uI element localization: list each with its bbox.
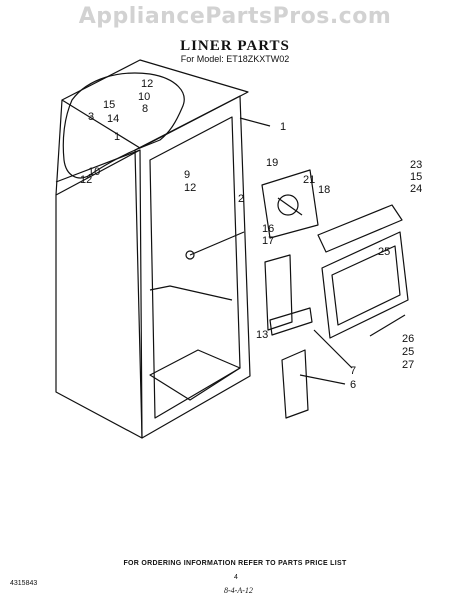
- liner-floor-pan: [149, 349, 241, 401]
- callout-7: 1: [114, 131, 120, 143]
- callout-24: 26: [402, 333, 414, 345]
- grille-panel-inner: [331, 245, 401, 326]
- leader-line-7: [313, 329, 353, 369]
- callout-25: 25: [402, 346, 414, 358]
- fan-hub: [277, 194, 299, 216]
- callout-16: 2: [238, 193, 244, 205]
- cabinet-top-face: [61, 59, 249, 149]
- fan-shaft: [277, 197, 303, 216]
- liner-rod-knob: [185, 250, 195, 260]
- watermark-text: AppliancePartsPros.com: [78, 4, 392, 29]
- callout-9: 10: [88, 166, 100, 178]
- callout-1: 12: [141, 78, 153, 90]
- leader-line-6: [299, 374, 346, 385]
- liner-outer-frame: [134, 95, 251, 439]
- duct-cover: [269, 307, 313, 336]
- ordering-note: FOR ORDERING INFORMATION REFER TO PARTS …: [123, 560, 347, 567]
- callout-8: 1: [280, 121, 286, 133]
- lower-duct: [281, 349, 309, 419]
- callout-17: 16: [262, 223, 274, 235]
- control-housing: [317, 204, 403, 253]
- callout-5: 15: [103, 99, 115, 111]
- liner-inner-frame: [149, 116, 241, 419]
- callout-28: 6: [350, 379, 356, 391]
- callout-12: 12: [184, 182, 196, 194]
- callout-10: 12: [80, 174, 92, 186]
- liner-shelf-line: [149, 285, 233, 301]
- cabinet-divider-line: [55, 149, 141, 183]
- upper-duct: [264, 254, 293, 331]
- callout-22: 25: [378, 246, 390, 258]
- callout-26: 27: [402, 359, 414, 371]
- callout-19: 23: [410, 159, 422, 171]
- leader-line-26: [369, 314, 406, 337]
- callout-15: 18: [318, 184, 330, 196]
- callout-23: 13: [256, 329, 268, 341]
- revision-date: 8-4-A-12: [224, 586, 253, 595]
- callout-4: 3: [88, 111, 94, 123]
- cabinet-left-edge: [55, 99, 63, 196]
- part-code: 4315843: [10, 580, 38, 587]
- callout-13: 19: [266, 157, 278, 169]
- callout-21: 24: [410, 183, 422, 195]
- callout-27: 7: [350, 365, 356, 377]
- callout-18: 17: [262, 235, 274, 247]
- callout-14: 21: [303, 174, 315, 186]
- freezer-section-outline: [62, 72, 185, 179]
- page-title: LINER PARTS: [180, 38, 290, 54]
- callout-6: 14: [107, 113, 119, 125]
- callout-20: 15: [410, 171, 422, 183]
- fan-bracket: [261, 169, 319, 239]
- liner-rod: [189, 231, 245, 256]
- leader-line-1: [239, 117, 271, 127]
- cabinet-front-face: [55, 149, 143, 439]
- callout-3: 8: [142, 103, 148, 115]
- page-number: 4: [234, 574, 238, 581]
- callout-2: 10: [138, 91, 150, 103]
- model-subtitle: For Model: ET18ZKXTW02: [180, 54, 290, 64]
- grille-panel-outer: [321, 231, 409, 339]
- callout-11: 9: [184, 169, 190, 181]
